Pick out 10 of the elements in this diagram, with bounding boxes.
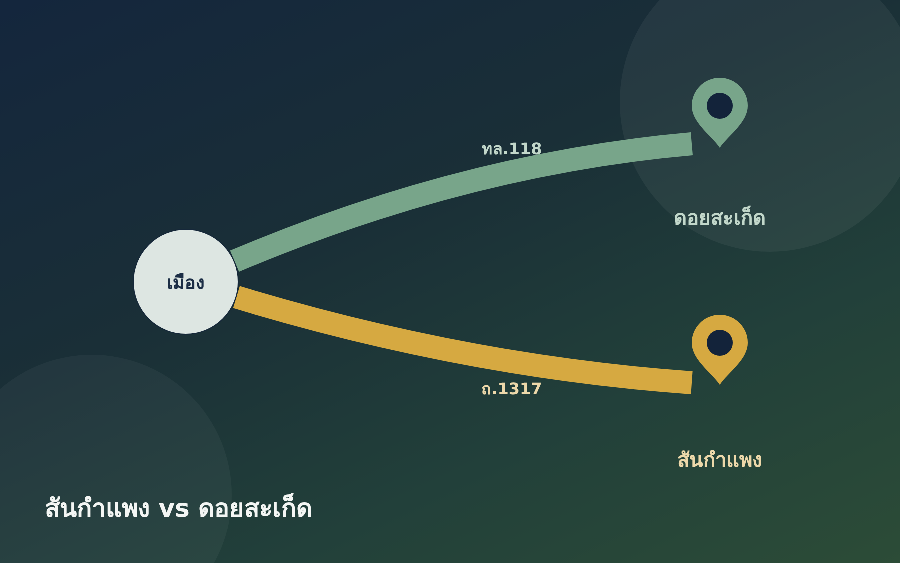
road-line — [230, 132, 694, 272]
place-label: สันกำแพง — [678, 447, 762, 474]
map-pin-icon — [692, 315, 748, 385]
title: สันกำแพง vs ดอยสะเก็ด — [45, 492, 313, 525]
edge-label: ถ.1317 — [482, 378, 542, 400]
place-label: ดอยสะเก็ด — [674, 204, 766, 232]
road-line — [233, 286, 693, 394]
map-pin-icon — [692, 78, 748, 148]
edge-label: ทล.118 — [482, 138, 542, 160]
node-label: เมือง — [167, 272, 205, 296]
